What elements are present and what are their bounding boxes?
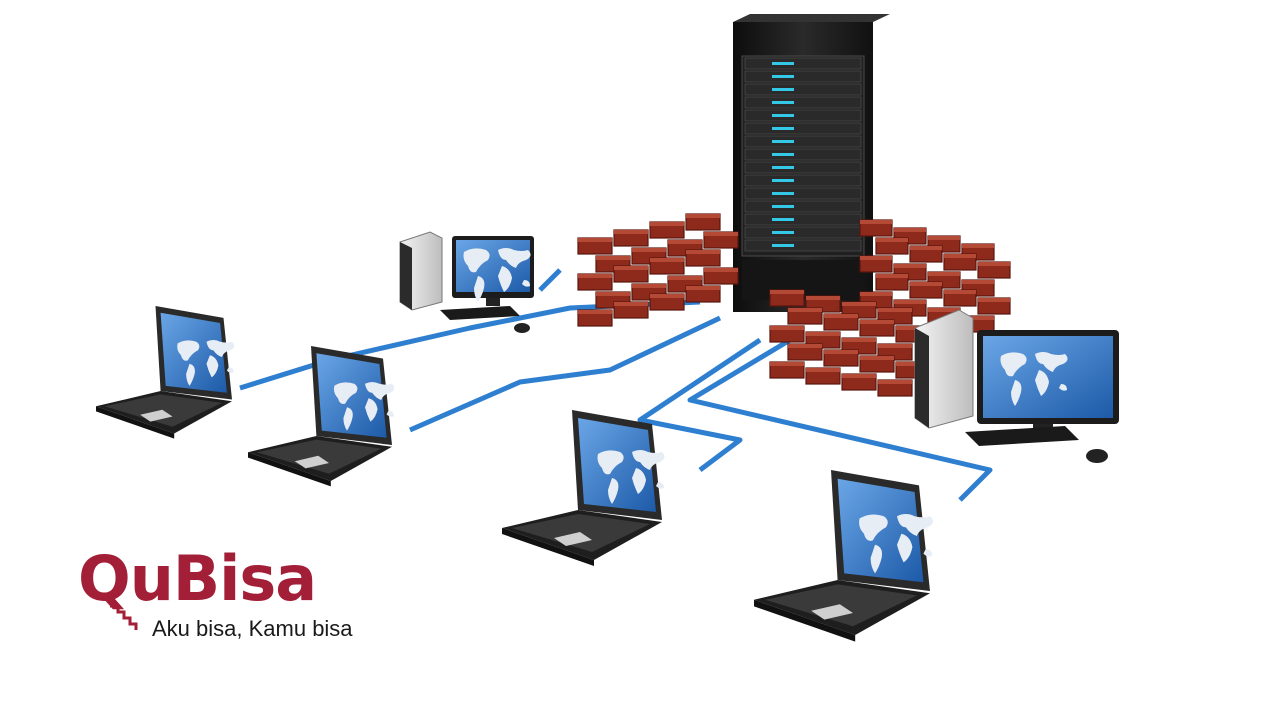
laptops	[96, 306, 933, 642]
laptop	[754, 470, 933, 642]
server-rack	[733, 14, 890, 312]
server-led-strip	[744, 57, 862, 252]
laptop	[248, 346, 395, 487]
logo-stairs-icon	[110, 604, 138, 630]
laptop	[502, 410, 665, 566]
desktop-computer	[399, 231, 534, 333]
qubisa-logo: QuBisa Aku bisa, Kamu bisa	[78, 544, 358, 644]
desktop-computer	[914, 309, 1119, 463]
logo-tagline: Aku bisa, Kamu bisa	[152, 616, 353, 641]
brick-wall	[577, 213, 1011, 397]
laptop	[96, 306, 235, 439]
logo-wordmark: QuBisa	[78, 542, 317, 615]
